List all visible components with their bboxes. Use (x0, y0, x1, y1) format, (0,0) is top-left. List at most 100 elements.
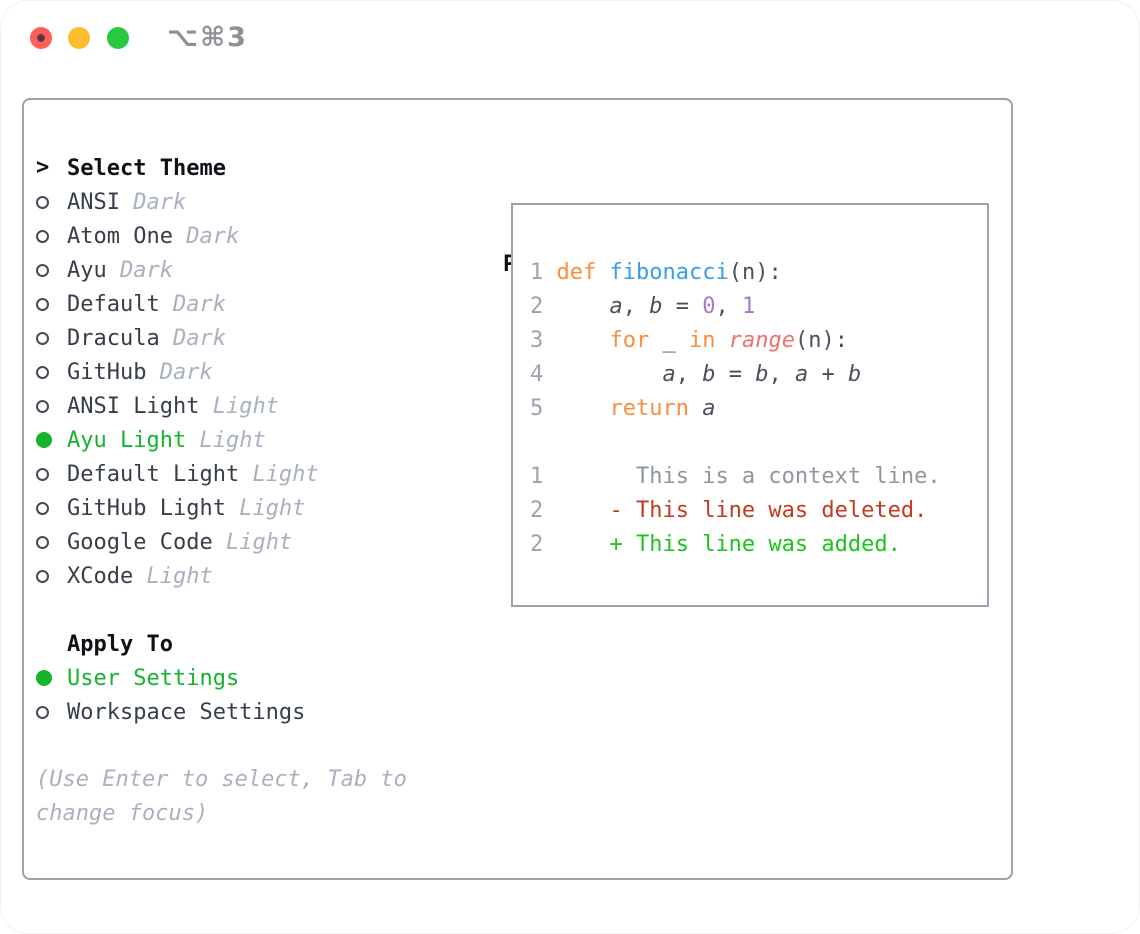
code-line: 5 return a (530, 396, 716, 421)
title-bar: ⌥⌘3 (1, 1, 1139, 75)
line-number: 2 (530, 532, 557, 557)
radio-icon (36, 569, 49, 583)
apply-option-user-settings[interactable]: User Settings (36, 661, 491, 695)
option-label: GitHub Light (67, 495, 226, 521)
theme-option-github-light[interactable]: GitHub Light Light (36, 491, 491, 525)
radio-marker (36, 457, 67, 491)
option-label: Ayu Light (67, 427, 187, 453)
diff-line: 2 - This line was deleted. (530, 498, 928, 523)
theme-option-ansi[interactable]: ANSI Dark (36, 185, 491, 219)
theme-option-ayu-light[interactable]: Ayu Light Light (36, 423, 491, 457)
radio-icon (36, 705, 49, 719)
option-suffix: Dark (133, 189, 187, 215)
apply-to-header-row: Apply To (36, 627, 491, 661)
option-label: Dracula (67, 325, 160, 351)
option-suffix: Light (252, 461, 319, 487)
theme-list-column: > Select Theme ANSI Dark Atom One Dark A… (36, 151, 491, 831)
option-label: Default Light (67, 461, 240, 487)
code-line: 4 a, b = b, a + b (530, 362, 862, 387)
option-suffix: Light (239, 495, 306, 521)
theme-option-google-code[interactable]: Google Code Light (36, 525, 491, 559)
theme-picker-panel: > Select Theme ANSI Dark Atom One Dark A… (22, 98, 1013, 880)
close-button[interactable] (30, 27, 52, 49)
option-label: ANSI (67, 189, 120, 215)
theme-list: ANSI Dark Atom One Dark Ayu Dark Default… (36, 185, 491, 593)
option-suffix: Light (212, 393, 279, 419)
zoom-button[interactable] (107, 27, 129, 49)
apply-to-header: Apply To (67, 631, 173, 657)
option-label: Google Code (67, 529, 213, 555)
radio-marker (36, 695, 67, 729)
radio-icon (36, 229, 49, 243)
radio-icon (36, 501, 49, 515)
option-suffix: Light (199, 427, 266, 453)
theme-option-ansi-light[interactable]: ANSI Light Light (36, 389, 491, 423)
radio-marker (36, 661, 67, 695)
theme-option-github[interactable]: GitHub Dark (36, 355, 491, 389)
line-number: 4 (530, 362, 557, 387)
option-suffix: Light (225, 529, 293, 555)
option-label: GitHub (67, 359, 147, 385)
close-dot-icon (37, 34, 45, 42)
line-number: 5 (530, 396, 557, 421)
option-label: Atom One (67, 223, 173, 249)
option-label: User Settings (67, 665, 240, 691)
option-label: Default (67, 291, 160, 317)
option-suffix: Light (146, 563, 213, 589)
radio-marker (36, 389, 67, 423)
radio-marker (36, 185, 67, 219)
radio-icon (36, 365, 49, 379)
help-text: (Use Enter to select, Tab to change focu… (36, 767, 407, 826)
diff-line: 1 This is a context line. (530, 464, 941, 489)
radio-icon (36, 297, 49, 311)
radio-icon (36, 467, 49, 481)
theme-option-xcode[interactable]: XCode Light (36, 559, 491, 593)
chevron-right-icon: > (36, 155, 50, 180)
apply-option-workspace-settings[interactable]: Workspace Settings (36, 695, 491, 729)
option-label: Workspace Settings (67, 699, 306, 725)
spacer (36, 593, 491, 627)
select-theme-header-row: > Select Theme (36, 151, 491, 185)
window-shortcut-label: ⌥⌘3 (167, 22, 248, 53)
option-label: Ayu (67, 257, 107, 283)
radio-marker (36, 219, 67, 253)
theme-option-dracula[interactable]: Dracula Dark (36, 321, 491, 355)
theme-option-ayu[interactable]: Ayu Dark (36, 253, 491, 287)
radio-icon (36, 399, 49, 413)
radio-icon (36, 263, 49, 277)
theme-option-default-light[interactable]: Default Light Light (36, 457, 491, 491)
radio-icon (36, 535, 49, 549)
blank-line (530, 222, 987, 256)
code-line: 2 a, b = 0, 1 (530, 294, 756, 319)
radio-icon (36, 670, 52, 686)
radio-icon (36, 432, 52, 448)
radio-marker (36, 525, 67, 559)
option-suffix: Dark (186, 223, 240, 249)
theme-option-atom-one[interactable]: Atom One Dark (36, 219, 491, 253)
line-number: 3 (530, 328, 557, 353)
theme-option-default[interactable]: Default Dark (36, 287, 491, 321)
blank-line (530, 426, 987, 460)
option-suffix: Dark (172, 325, 226, 351)
radio-icon (36, 195, 49, 209)
apply-to-options: User Settings Workspace Settings (36, 661, 491, 729)
code-line: 3 for _ in range(n): (530, 328, 848, 353)
option-label: XCode (67, 563, 134, 589)
minimize-button[interactable] (68, 27, 90, 49)
option-suffix: Dark (159, 359, 213, 385)
radio-marker (36, 491, 67, 525)
radio-marker (36, 287, 67, 321)
radio-marker (36, 423, 67, 457)
line-number: 1 (530, 464, 557, 489)
radio-marker (36, 253, 67, 287)
radio-marker (36, 559, 67, 593)
diff-preview: 1 This is a context line. 2 - This line w… (530, 460, 987, 562)
apply-header-indent (36, 627, 67, 661)
header-chevron: > (36, 151, 67, 185)
option-suffix: Dark (120, 257, 173, 283)
spacer (36, 729, 491, 763)
select-theme-header: Select Theme (67, 155, 226, 181)
